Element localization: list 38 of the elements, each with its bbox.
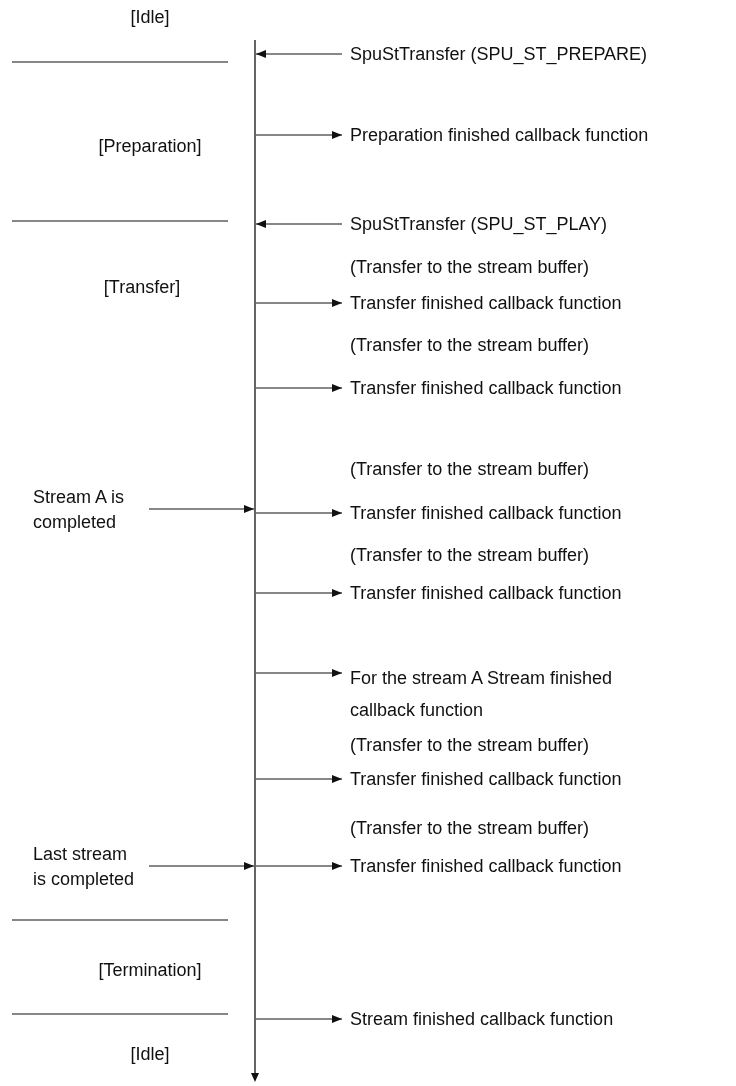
- note: (Transfer to the stream buffer): [350, 544, 590, 566]
- callback-label: Stream finished callback function: [350, 1008, 614, 1030]
- note: (Transfer to the stream buffer): [350, 734, 590, 756]
- function-call-label: SpuStTransfer (SPU_ST_PREPARE): [350, 43, 648, 65]
- event-label: Last stream is completed: [33, 842, 143, 892]
- state-label: [Idle]: [130, 6, 170, 28]
- arrow: [148, 862, 255, 870]
- note: (Transfer to the stream buffer): [350, 334, 590, 356]
- callback-label: Preparation finished callback function: [350, 124, 649, 146]
- arrow: [255, 775, 343, 783]
- arrow: [255, 509, 343, 517]
- note: (Transfer to the stream buffer): [350, 256, 590, 278]
- state-label: [Idle]: [130, 1043, 170, 1065]
- callback-label: Transfer finished callback function: [350, 292, 622, 314]
- event-label: Stream A is completed: [33, 485, 143, 535]
- arrow: [255, 220, 343, 228]
- callback-label: Transfer finished callback function: [350, 855, 622, 877]
- timeline-arrow: [250, 40, 260, 1082]
- callback-label: Transfer finished callback function: [350, 768, 622, 790]
- arrow: [148, 505, 255, 513]
- callback-label: Transfer finished callback function: [350, 582, 622, 604]
- arrow: [255, 1015, 343, 1023]
- arrow: [255, 131, 343, 139]
- callback-label: Transfer finished callback function: [350, 377, 622, 399]
- arrow: [255, 299, 343, 307]
- state-label: [Preparation]: [98, 135, 202, 157]
- arrow: [255, 669, 343, 677]
- state-label: [Transfer]: [103, 276, 181, 298]
- arrow: [255, 384, 343, 392]
- callback-label: For the stream A Stream finished callback function: [350, 662, 650, 726]
- note: (Transfer to the stream buffer): [350, 458, 590, 480]
- arrow: [255, 862, 343, 870]
- arrow: [255, 589, 343, 597]
- function-call-label: SpuStTransfer (SPU_ST_PLAY): [350, 213, 608, 235]
- callback-label: Transfer finished callback function: [350, 502, 622, 524]
- note: (Transfer to the stream buffer): [350, 817, 590, 839]
- state-label: [Termination]: [98, 959, 202, 981]
- arrow: [255, 50, 343, 58]
